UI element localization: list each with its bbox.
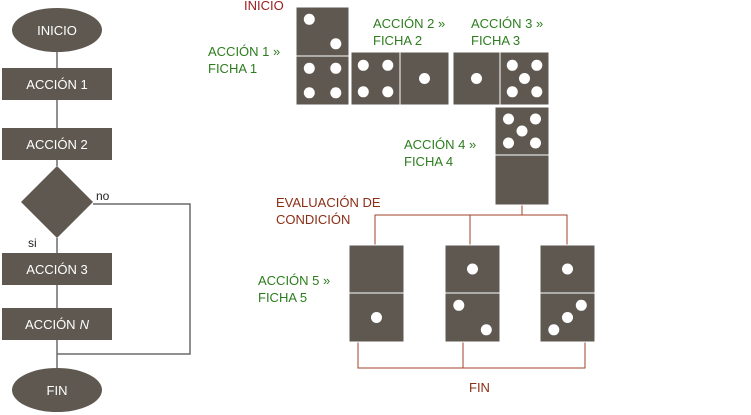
domino-tile-5-top bbox=[348, 244, 405, 294]
domino-tile-7-bottom-pip bbox=[562, 312, 573, 323]
domino-tile-3-right-pip bbox=[519, 73, 530, 84]
domino-tile-start-top bbox=[295, 6, 350, 57]
domino-tile-6-bottom-pip bbox=[453, 299, 465, 311]
actionN-label-prefix: ACCIÓN bbox=[25, 317, 76, 332]
domino-start-label: INICIO bbox=[244, 0, 284, 13]
action1-box bbox=[2, 68, 112, 100]
action3-label: ACCIÓN 3 bbox=[26, 262, 87, 277]
domino-tile-2-left-pip bbox=[357, 59, 369, 71]
domino-tile-7-bottom-pip bbox=[548, 324, 560, 336]
yes-branch-label: si bbox=[28, 236, 37, 250]
action1-line1: ACCIÓN 1 » bbox=[208, 44, 280, 59]
actionN-box bbox=[2, 308, 112, 340]
action3-line1: ACCIÓN 3 » bbox=[471, 16, 543, 31]
domino-connectors bbox=[357, 205, 586, 369]
domino-tile-2-right-pip bbox=[419, 73, 430, 84]
domino-tile-7-bottom-pip bbox=[575, 299, 587, 311]
domino-tile-3-right-pip bbox=[531, 86, 543, 98]
end-bottom-bracket bbox=[357, 342, 586, 369]
domino-end-label: FIN bbox=[469, 380, 490, 395]
flowchart: INICIO ACCIÓN 1 ACCIÓN 2 no si ACCIÓN 3 … bbox=[2, 8, 191, 412]
end-terminal bbox=[12, 368, 102, 412]
domino-tile-3-right-pip bbox=[506, 59, 518, 71]
decision-diamond bbox=[21, 166, 93, 238]
actionN-label-var: N bbox=[80, 317, 90, 332]
actionN-label: ACCIÓN N bbox=[25, 317, 90, 332]
domino-tile-start-bottom-pip bbox=[330, 87, 342, 99]
domino-tile-4-top-pip bbox=[503, 113, 514, 125]
domino-diagram: INICIO ACCIÓN 1 » FICHA 1 ACCIÓN 2 » FIC… bbox=[208, 0, 596, 395]
start-terminal bbox=[12, 8, 102, 52]
flowchart-connectors bbox=[56, 52, 191, 368]
action1-label: ACCIÓN 1 bbox=[26, 77, 87, 92]
domino-tile-4-bottom bbox=[494, 154, 550, 206]
domino-tile-2-left-pip bbox=[382, 86, 394, 98]
domino-tile-4-top-pip bbox=[516, 125, 528, 137]
domino-tile-7-top-pip bbox=[562, 263, 573, 275]
action4-line1: ACCIÓN 4 » bbox=[404, 137, 476, 152]
action5-line2: FICHA 5 bbox=[258, 290, 307, 305]
domino-tile-start-top-pip bbox=[330, 38, 342, 50]
end-terminal-label: FIN bbox=[47, 383, 68, 398]
domino-tile-3-left-pip bbox=[471, 73, 482, 84]
domino-tile-start-bottom-pip bbox=[330, 62, 342, 74]
condition-line1: EVALUACIÓN DE bbox=[276, 195, 381, 210]
domino-tile-3-right-pip bbox=[531, 59, 543, 71]
domino-tile-6-bottom-pip bbox=[480, 324, 492, 336]
domino-tile-start-bottom bbox=[295, 55, 350, 106]
domino-tile-3-right-pip bbox=[506, 86, 518, 98]
domino-tile-4-top-pip bbox=[503, 137, 514, 149]
domino-tile-6-bottom bbox=[444, 292, 501, 343]
domino-tile-4-top-pip bbox=[530, 137, 541, 149]
domino-tile-2-left-pip bbox=[382, 59, 394, 71]
condition-top-bracket bbox=[374, 214, 568, 245]
domino-tile-start-top-pip bbox=[303, 13, 315, 25]
domino-tile-start-bottom-pip bbox=[303, 87, 315, 99]
action1-line2: FICHA 1 bbox=[208, 61, 257, 76]
action2-label: ACCIÓN 2 bbox=[26, 137, 87, 152]
action4-line2: FICHA 4 bbox=[404, 154, 453, 169]
action2-line2: FICHA 2 bbox=[373, 33, 422, 48]
domino-tile-5-bottom-pip bbox=[371, 312, 382, 323]
action2-box bbox=[2, 128, 112, 160]
domino-tile-2-left-pip bbox=[357, 86, 369, 98]
domino-tile-2-left bbox=[350, 51, 401, 106]
start-terminal-label: INICIO bbox=[37, 23, 77, 38]
connector-no-loop bbox=[57, 203, 191, 355]
action5-line1: ACCIÓN 5 » bbox=[258, 273, 330, 288]
action3-box bbox=[2, 253, 112, 285]
domino-tile-start-bottom-pip bbox=[303, 62, 315, 74]
domino-tile-6-top-pip bbox=[467, 263, 478, 275]
no-branch-label: no bbox=[96, 189, 110, 203]
domino-tile-4-top-pip bbox=[530, 113, 541, 125]
action2-line1: ACCIÓN 2 » bbox=[373, 16, 445, 31]
condition-line2: CONDICIÓN bbox=[276, 212, 350, 227]
action3-line2: FICHA 3 bbox=[471, 33, 520, 48]
